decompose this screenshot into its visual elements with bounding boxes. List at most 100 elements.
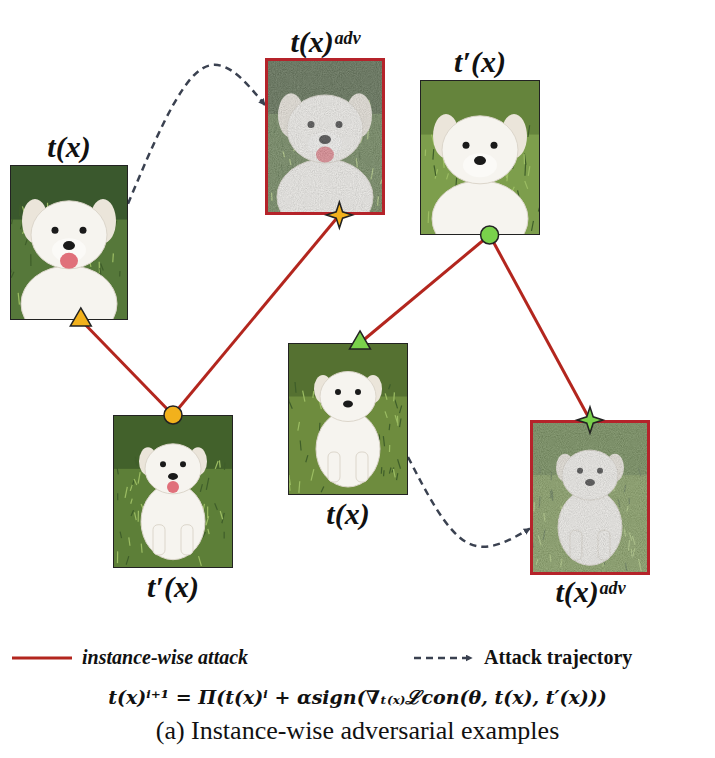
- adversarial-noise: [268, 61, 382, 212]
- grass-blade: [524, 164, 526, 176]
- grass-blade: [393, 469, 395, 477]
- image-label: t(x): [326, 497, 369, 530]
- legend-red-line: [12, 656, 72, 659]
- grass-blade: [428, 211, 430, 223]
- grass-blade: [294, 382, 296, 393]
- legend-sample: [10, 648, 74, 668]
- grass-blade: [138, 472, 140, 483]
- image-label: t(x)ᵃᵈᵛ: [290, 25, 359, 58]
- grass-blade: [312, 391, 314, 398]
- grass-blade: [199, 556, 202, 566]
- instance-wise-attack-line: [490, 235, 590, 420]
- grass-blade: [306, 455, 308, 462]
- grass-blade: [383, 470, 385, 476]
- instance-wise-attack-line: [81, 320, 173, 415]
- grass-ground: [533, 423, 647, 572]
- grass-blade: [300, 441, 302, 451]
- grass-blade: [130, 485, 132, 491]
- grass-ground: [289, 344, 407, 494]
- grass-blade: [138, 511, 139, 522]
- attack-trajectory: [408, 457, 530, 547]
- grass-blade: [524, 153, 526, 164]
- grass-blade: [117, 468, 118, 474]
- grass-blade: [220, 511, 222, 519]
- adversarial-star: [577, 407, 603, 433]
- anchor-circle: [481, 226, 499, 244]
- image-label: t(x): [47, 130, 90, 163]
- legend-sample: [412, 648, 476, 668]
- puppy-photo: [114, 416, 232, 567]
- puppy-eye: [355, 389, 361, 395]
- grass-blade: [389, 424, 391, 430]
- grass-blade: [381, 467, 383, 474]
- grass-blade: [120, 532, 121, 538]
- grass-blade: [311, 469, 314, 481]
- grass-blade: [215, 503, 218, 510]
- figure-caption: (a) Instance-wise adversarial examples: [156, 716, 560, 745]
- image-label: t(x)ᵃᵈᵛ: [555, 575, 624, 608]
- photo-frame: [533, 423, 647, 572]
- grass-blade: [117, 493, 118, 500]
- image-box: t(x)ᵃᵈᵛ: [530, 420, 650, 575]
- adversarial-noise: [533, 423, 647, 572]
- grass-blade: [528, 125, 530, 137]
- grass-blade: [389, 384, 391, 389]
- grass-blade: [208, 529, 209, 534]
- puppy-nose: [474, 156, 486, 165]
- puppy-photo: [11, 166, 127, 319]
- grass-blade: [398, 459, 401, 468]
- label-holder: t(x): [47, 130, 90, 163]
- grass-blade: [119, 271, 120, 276]
- puppy-eye: [335, 389, 341, 395]
- grass-ground: [114, 416, 232, 567]
- grass-blade: [11, 272, 14, 278]
- puppy-head: [145, 444, 201, 494]
- puppy-tongue: [167, 481, 179, 493]
- puppy-tongue: [60, 253, 78, 269]
- puppy-eye: [463, 142, 470, 149]
- grass-blade: [321, 486, 324, 492]
- grass-blade: [224, 532, 225, 539]
- puppy-eye: [80, 227, 87, 234]
- puppy-nose: [63, 241, 75, 250]
- grass-blade: [11, 264, 12, 272]
- grass-blade: [290, 403, 293, 409]
- puppy-leg: [153, 525, 165, 555]
- label-holder: t(x): [326, 497, 369, 530]
- grass-blade: [525, 181, 528, 189]
- grass-blade: [19, 205, 21, 217]
- puppy-eye: [52, 227, 59, 234]
- adversarial-star: [326, 202, 352, 228]
- grass-blade: [134, 479, 137, 485]
- puppy-body: [316, 411, 380, 487]
- grass-blade: [112, 253, 114, 262]
- grass-blade: [395, 415, 397, 423]
- photo-frame: [268, 61, 382, 212]
- image-box: t(x): [10, 165, 128, 320]
- grass-blade: [206, 478, 208, 490]
- puppy-photo: [289, 344, 407, 494]
- legend-entry: instance-wise attack: [10, 646, 248, 669]
- grass-blade: [219, 460, 221, 467]
- grass-blade: [25, 238, 27, 245]
- legend-entry: Attack trajectory: [412, 646, 632, 669]
- grass-blade: [126, 556, 129, 565]
- grass-blade: [385, 411, 387, 418]
- puppy-head: [320, 372, 376, 422]
- grass-blade: [11, 219, 12, 224]
- image-box: t′(x): [113, 415, 233, 568]
- legend-text: instance-wise attack: [82, 646, 248, 669]
- grass-blade: [397, 473, 398, 480]
- grass-blade: [131, 510, 133, 516]
- grass-blade: [425, 149, 427, 155]
- grass-blade: [395, 400, 398, 409]
- photo-frame: [11, 166, 127, 319]
- grass-blade: [131, 499, 132, 504]
- grass-ground: [268, 61, 382, 212]
- grass-blade: [434, 165, 436, 175]
- label-holder: t′(x): [454, 45, 506, 78]
- puppy-leg: [181, 525, 193, 555]
- grass-blade: [298, 481, 300, 493]
- image-label: t′(x): [454, 45, 506, 78]
- instance-wise-attack-line: [173, 215, 339, 415]
